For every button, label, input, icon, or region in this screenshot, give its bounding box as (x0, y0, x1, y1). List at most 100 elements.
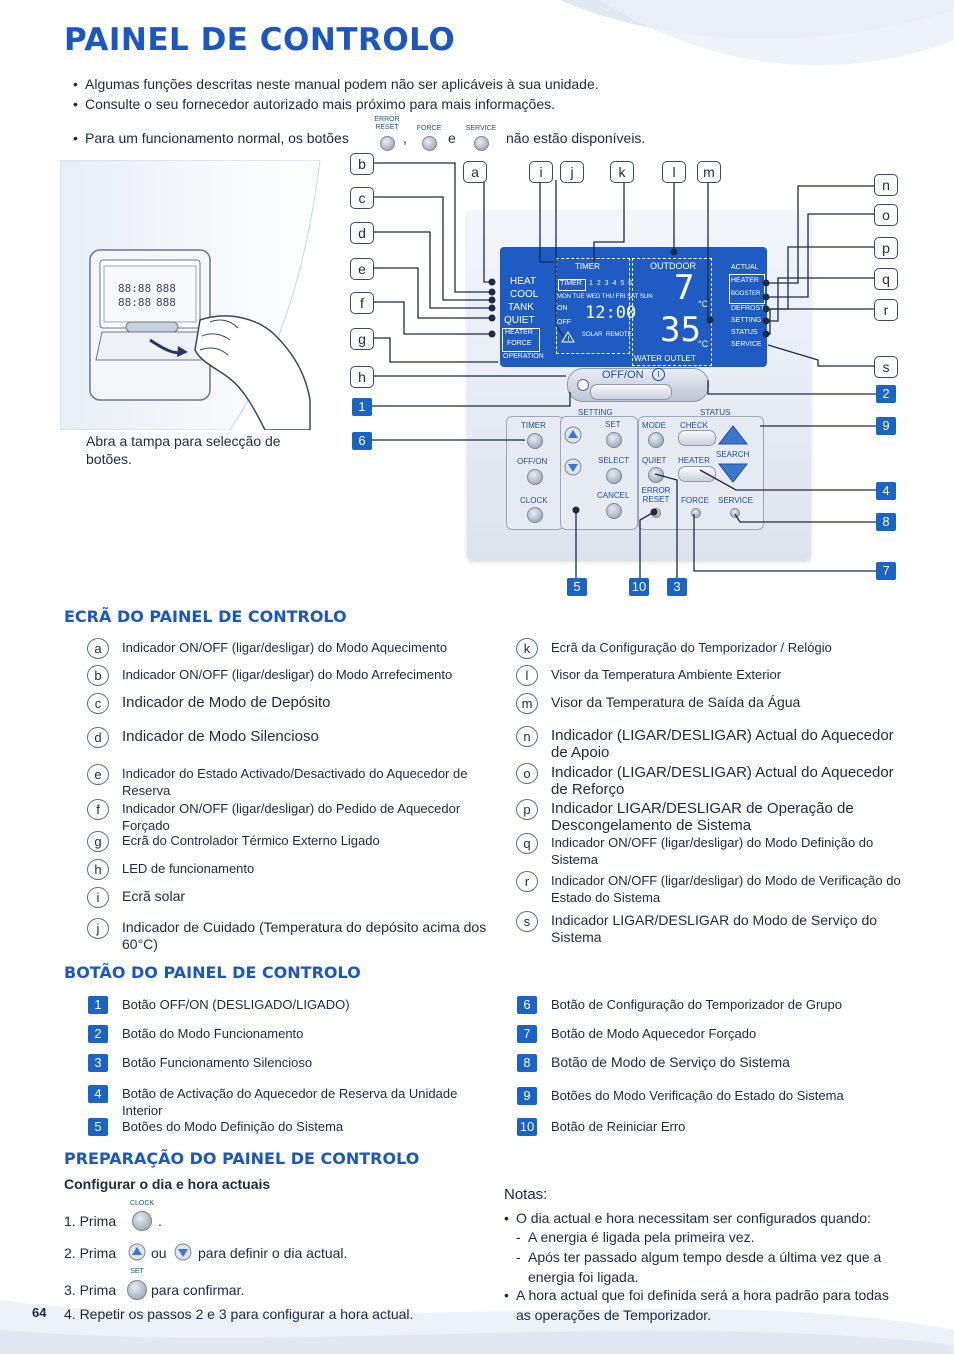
timer-button[interactable] (527, 433, 543, 449)
notes-title: Notas: (504, 1186, 548, 1203)
heater-button[interactable] (678, 466, 716, 482)
lcd-outdoor-temp: 7 (674, 268, 695, 308)
note-1: O dia actual e hora necessitam ser confi… (516, 1210, 871, 1226)
setting-label: SETTING (578, 408, 613, 417)
callout-2: 2 (876, 385, 896, 403)
callout-4: 4 (876, 482, 896, 500)
service-button[interactable] (730, 508, 740, 518)
power-icon: I (652, 368, 665, 381)
force-caption: FORCE (416, 125, 442, 132)
callout-9: 9 (876, 417, 896, 435)
legend-key: 3 (88, 1054, 108, 1072)
callout-s: s (874, 356, 898, 378)
legend-key: n (516, 726, 538, 747)
legend-text: Indicador de Modo Silencioso (122, 728, 319, 745)
legend-key: i (87, 887, 109, 908)
legend-text: Indicador ON/OFF (ligar/desligar) do Mod… (122, 667, 453, 682)
legend-text: Indicador (LIGAR/DESLIGAR) Actual do Aqu… (551, 764, 894, 798)
callout-6: 6 (352, 432, 372, 450)
bullet-item-end: não estão disponíveis. (506, 130, 646, 146)
legend-text: Botão Funcionamento Silencioso (122, 1055, 313, 1070)
lcd-unit-1: °C (698, 299, 709, 309)
legend-key: g (87, 831, 109, 852)
cancel-btn-label: CANCEL (597, 491, 630, 500)
operation-led (577, 379, 589, 391)
step-1-end: . (158, 1213, 162, 1229)
legend-key: 2 (88, 1025, 108, 1043)
callout-i: i (529, 161, 553, 183)
callout-10: 10 (629, 578, 649, 596)
offon-button[interactable] (590, 384, 672, 400)
callout-7: 7 (876, 562, 896, 580)
lcd-heat: HEAT (510, 276, 536, 287)
legend-text: Indicador ON/OFF (ligar/desligar) do Mod… (551, 873, 901, 905)
legend-key: 6 (517, 996, 537, 1014)
quiet-button[interactable] (648, 467, 664, 483)
legend-key: 1 (88, 996, 108, 1014)
lcd-tank: TANK (508, 302, 534, 313)
legend-key: q (516, 833, 538, 854)
callout-g: g (350, 328, 374, 350)
lcd-display (500, 247, 767, 367)
legend-text: Indicador de Modo de Depósito (122, 694, 331, 711)
legend-key: d (87, 727, 109, 748)
callout-c: c (350, 187, 374, 209)
note-bullet: • (504, 1210, 509, 1226)
step-4: 4. Repetir os passos 2 e 3 para configur… (64, 1306, 414, 1322)
mode-button[interactable] (648, 432, 664, 448)
up-arrow-icon[interactable] (564, 426, 582, 444)
callout-j: j (560, 161, 584, 183)
legend-key: j (87, 918, 109, 939)
lcd-water-outlet: WATER OUTLET (634, 354, 696, 363)
check-button[interactable] (678, 430, 716, 446)
legend-text: Botão de Modo Aquecedor Forçado (551, 1026, 757, 1041)
lcd-actual: ACTUAL (731, 264, 759, 271)
callout-8: 8 (876, 513, 896, 531)
callout-d: d (350, 222, 374, 244)
legend-key: 9 (517, 1087, 537, 1105)
service-caption: SERVICE (465, 125, 497, 132)
down-arrow-icon[interactable] (564, 458, 582, 476)
legend-key: a (87, 638, 109, 659)
cancel-button[interactable] (606, 503, 622, 519)
force-button[interactable] (691, 508, 701, 518)
legend-text: Indicador ON/OFF (ligar/desligar) do Mod… (551, 835, 874, 867)
note-2: A hora actual que foi definida será a ho… (516, 1287, 889, 1323)
offon-btn-label: OFF/ON (517, 457, 548, 466)
callout-o: o (874, 204, 898, 226)
callout-q: q (874, 268, 898, 290)
set-button[interactable] (606, 432, 622, 448)
up-icon (128, 1243, 146, 1261)
svg-text:888: 888 (156, 296, 176, 309)
lcd-heater-force-box (502, 328, 540, 352)
note-1a: A energia é ligada pela primeira vez. (528, 1229, 755, 1245)
service-icon (474, 136, 489, 151)
clock-button[interactable] (527, 507, 543, 523)
status-up-icon[interactable] (717, 424, 749, 446)
legend-key: 10 (517, 1118, 537, 1136)
bullet-item: •Consulte o seu fornecedor autorizado ma… (73, 96, 556, 112)
callout-r: r (874, 299, 898, 321)
timer-offon-button[interactable] (527, 469, 543, 485)
lcd-heater-r: HEATER (731, 277, 759, 284)
legend-text: Botão de Reiniciar Erro (551, 1119, 686, 1134)
callout-5: 5 (567, 578, 587, 596)
select-button[interactable] (606, 468, 622, 484)
callout-3: 3 (667, 578, 687, 596)
legend-key: r (516, 871, 538, 892)
legend-key: f (87, 799, 109, 820)
lcd-actual-box (729, 274, 765, 304)
legend-text: Indicador de Cuidado (Temperatura do dep… (122, 919, 487, 952)
step-2-or: ou (151, 1245, 167, 1261)
lcd-force: FORCE (507, 340, 532, 347)
lcd-remote: REMOTE (606, 332, 632, 338)
callout-k: k (610, 161, 634, 183)
status-down-icon[interactable] (717, 462, 749, 484)
legend-key: h (87, 859, 109, 880)
svg-text:!: ! (567, 335, 570, 343)
legend-text: Botões do Modo Definição do Sistema (122, 1119, 344, 1134)
legend-key: l (516, 665, 538, 686)
legend-text: Botão de Configuração do Temporizador de… (551, 997, 843, 1012)
lcd-outdoor: OUTDOOR (650, 261, 696, 271)
legend-key: c (87, 693, 109, 714)
